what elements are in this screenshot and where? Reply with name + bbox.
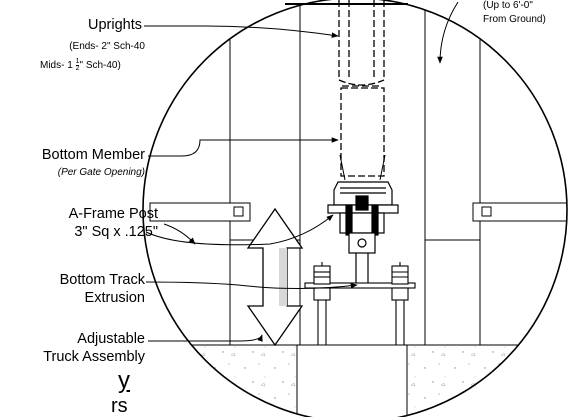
- leader-lines: [144, 25, 358, 342]
- adjustable-truck-line2: Truck Assembly: [43, 349, 145, 365]
- height-note-line2: From Ground): [483, 14, 546, 25]
- cut-off-text-1: y: [118, 367, 130, 394]
- upright-joint: [338, 79, 385, 87]
- detail-circle-content: [143, 0, 567, 417]
- mids-prefix: Mids- 1: [40, 60, 73, 72]
- detail-circle-outline: [142, 0, 568, 417]
- bottom-track-line2: Extrusion: [84, 290, 145, 306]
- bottom-track-line1: Bottom Track: [59, 272, 145, 288]
- aframe-tab-right: [472, 202, 567, 222]
- truck-assembly: [304, 262, 416, 345]
- height-note-line1: (Up to 6'-0": [483, 0, 533, 11]
- bottom-member-title: Bottom Member: [41, 147, 145, 163]
- mids-suffix: " Sch-40): [79, 60, 121, 72]
- uprights-title: Uprights: [88, 17, 142, 33]
- cut-off-text-2: rs: [111, 395, 128, 417]
- bottom-member-note: (Per Gate Opening): [57, 167, 145, 178]
- adjustment-arrow: [246, 207, 304, 347]
- aframe-post-line1: A-Frame Post: [68, 206, 158, 222]
- bottom-track-extrusion: [327, 181, 399, 285]
- aframe-post-line2: 3" Sq x .125": [74, 224, 158, 240]
- uprights-ends-note: (Ends- 2" Sch-40: [69, 41, 145, 52]
- adjustable-truck-line1: Adjustable: [77, 331, 145, 347]
- aframe-tab-left: [149, 202, 251, 222]
- upright-pipe: [338, 0, 385, 80]
- bottom-member: [340, 87, 385, 177]
